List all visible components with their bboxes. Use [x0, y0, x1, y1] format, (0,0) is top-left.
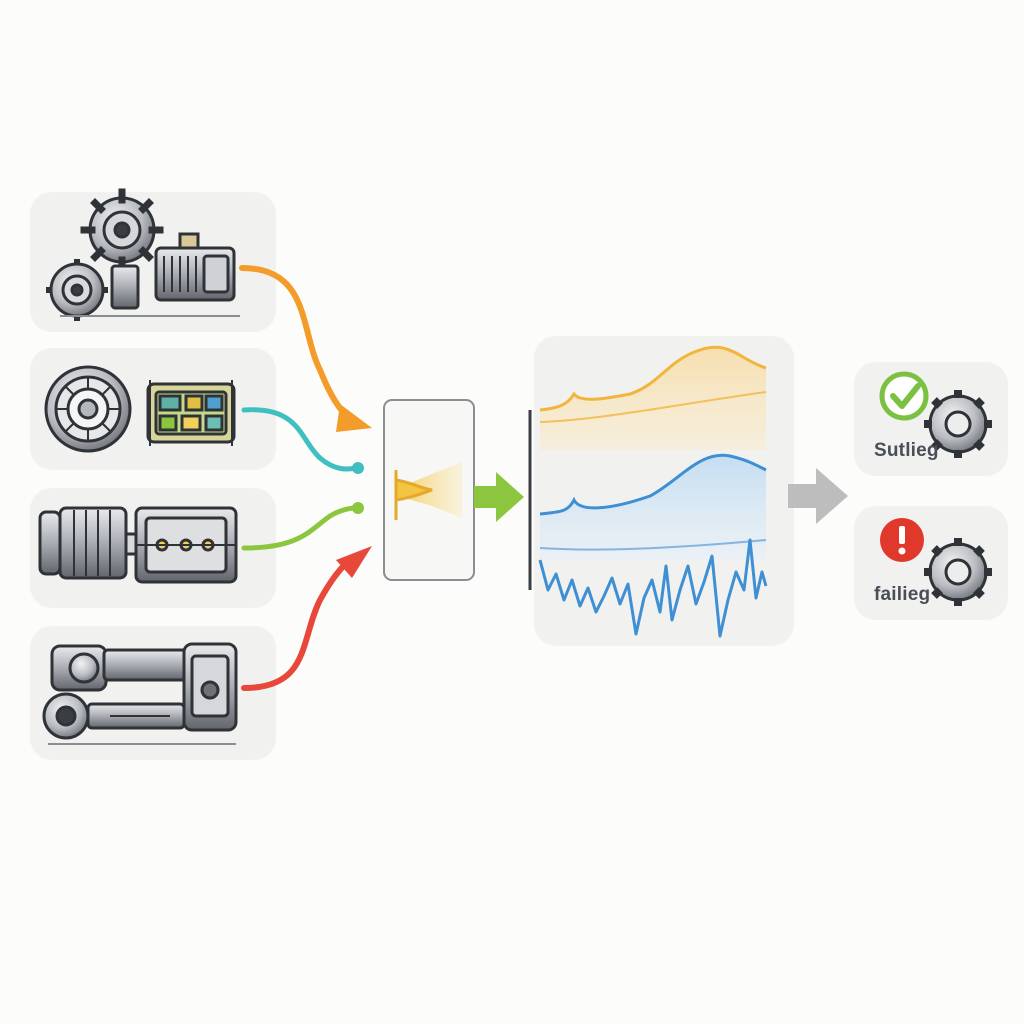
failure-label: failieg: [874, 584, 931, 605]
cylinder-motor-icon: [38, 506, 238, 584]
pump-assembly-icon: [42, 642, 238, 745]
check-gear-icon: [879, 371, 992, 458]
input-arrow-green: [241, 502, 364, 551]
chart-to-output-arrow: [788, 468, 848, 524]
input-arrow-teal: [241, 407, 364, 474]
waveform-chart-icon: [528, 345, 768, 638]
processor-to-chart-arrow: [474, 472, 524, 522]
bearing-circuit-board-icon: [44, 365, 236, 453]
input-arrow-red: [241, 546, 372, 691]
gear-motor-icon: [46, 188, 240, 321]
alert-gear-icon: [880, 518, 992, 606]
input-arrow-orange: [239, 265, 372, 432]
success-label: Sutlieg: [874, 440, 939, 461]
signal-filter-icon: [383, 399, 475, 581]
